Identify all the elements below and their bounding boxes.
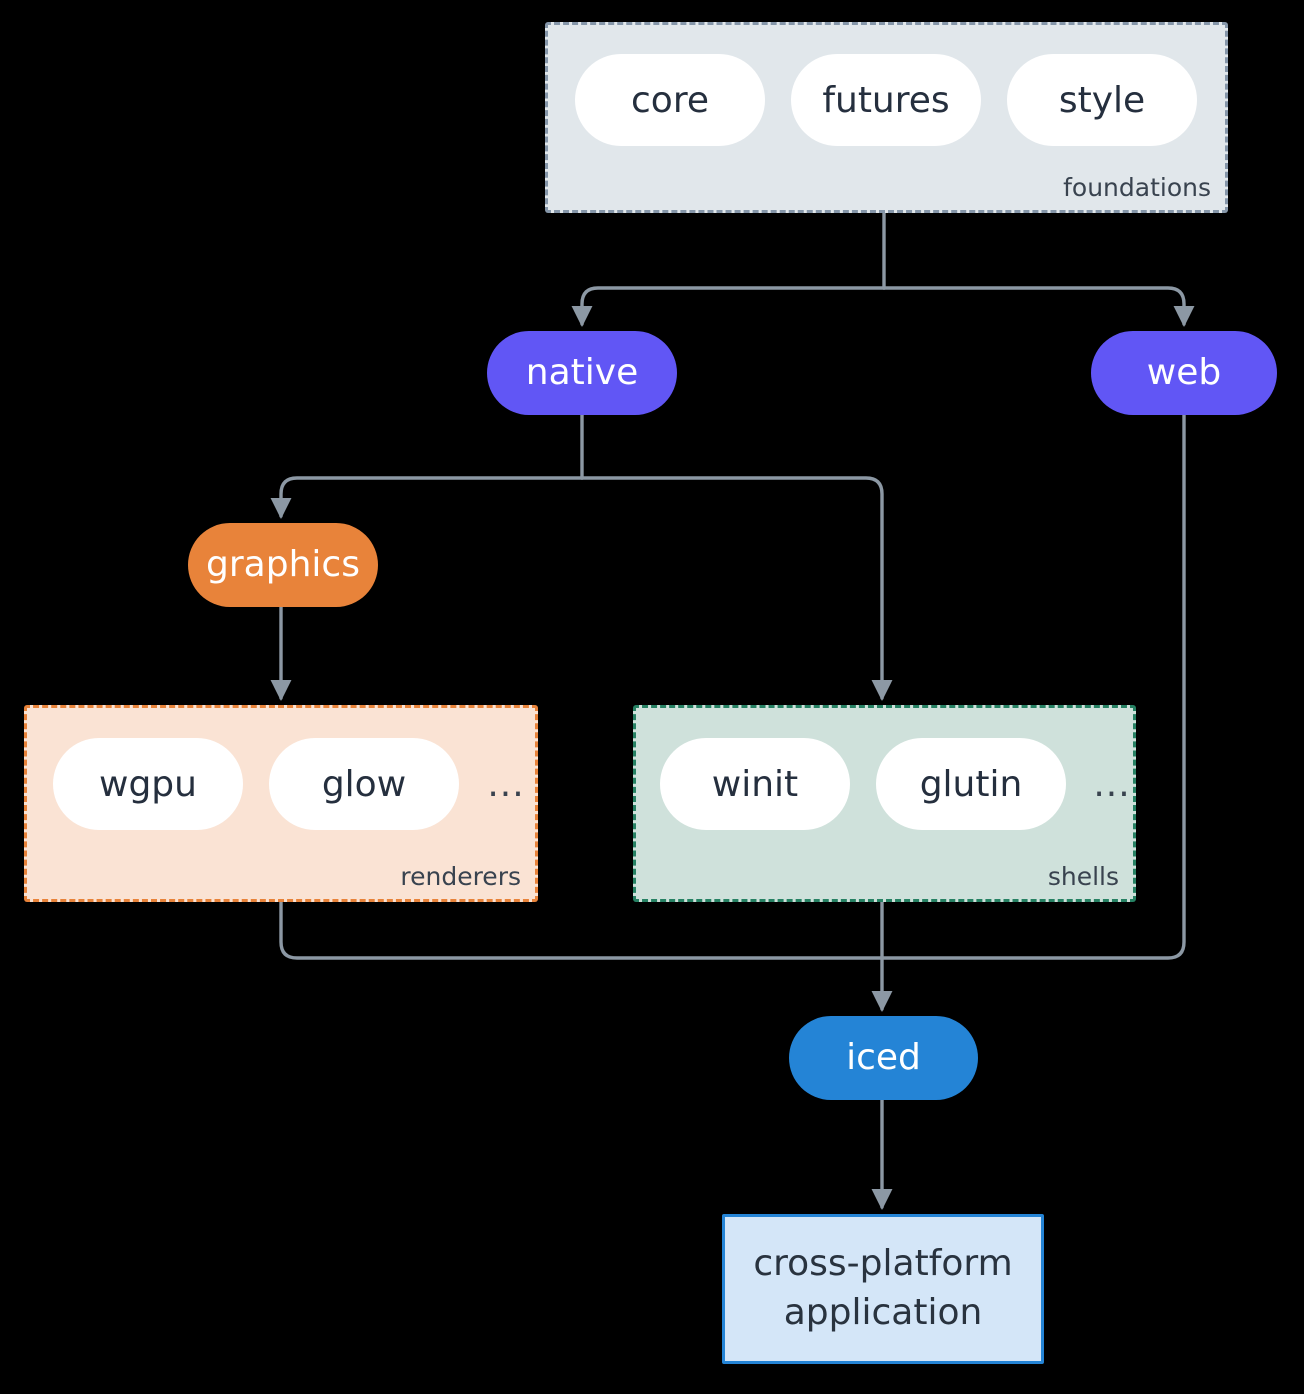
node-native[interactable]: native bbox=[487, 331, 677, 415]
cluster-label-renderers: renderers bbox=[400, 862, 521, 891]
edge-foundations-to-native bbox=[571, 286, 886, 327]
application-label-line2: application bbox=[783, 1292, 983, 1333]
edge-renderers-to-iced bbox=[279, 900, 884, 960]
cluster-label-shells: shells bbox=[1047, 862, 1119, 891]
node-cross-platform-application[interactable]: cross-platform application bbox=[722, 1214, 1044, 1364]
node-graphics[interactable]: graphics bbox=[188, 523, 378, 607]
cluster-foundations: core futures style foundations bbox=[545, 22, 1228, 213]
node-web[interactable]: web bbox=[1091, 331, 1277, 415]
node-iced[interactable]: iced bbox=[789, 1016, 978, 1100]
edge-foundations-to-web bbox=[882, 286, 1195, 327]
edge-native-to-shells bbox=[580, 476, 893, 701]
cluster-item-glow[interactable]: glow bbox=[269, 738, 459, 830]
cluster-ellipsis-renderers: ... bbox=[487, 763, 525, 805]
cluster-item-wgpu[interactable]: wgpu bbox=[53, 738, 243, 830]
cluster-label-foundations: foundations bbox=[1063, 173, 1211, 202]
cluster-item-style[interactable]: style bbox=[1007, 54, 1197, 146]
edge-native-to-graphics bbox=[270, 476, 584, 519]
cluster-item-futures[interactable]: futures bbox=[791, 54, 981, 146]
cluster-shells: winit glutin ... shells bbox=[633, 705, 1136, 902]
cluster-ellipsis-shells: ... bbox=[1093, 763, 1131, 805]
application-label-line1: cross-platform bbox=[753, 1243, 1013, 1285]
cluster-item-winit[interactable]: winit bbox=[660, 738, 850, 830]
cluster-item-core[interactable]: core bbox=[575, 54, 765, 146]
cluster-renderers: wgpu glow ... renderers bbox=[24, 705, 538, 902]
cluster-item-glutin[interactable]: glutin bbox=[876, 738, 1066, 830]
